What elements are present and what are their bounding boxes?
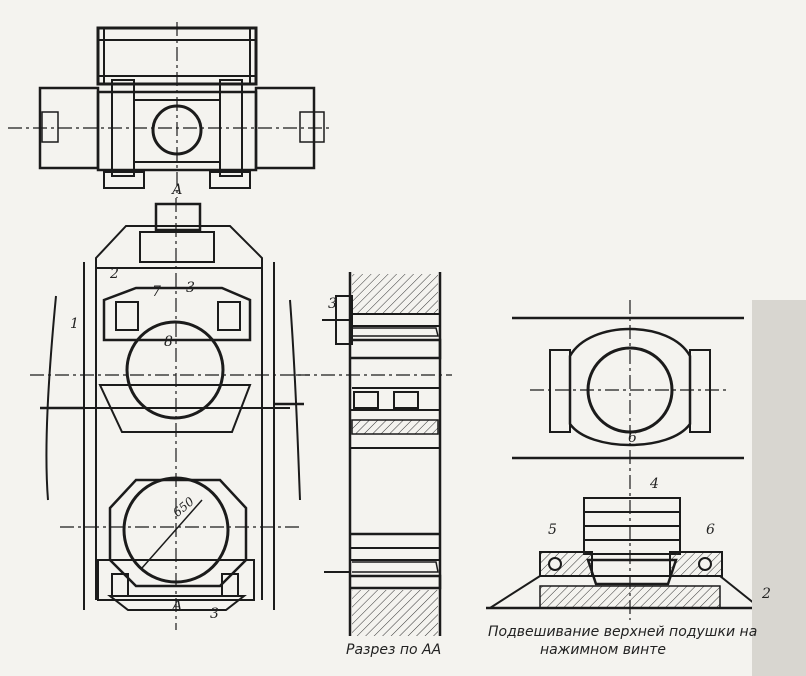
part-label-5: 5 bbox=[548, 522, 557, 538]
part-label-2-right: 2 bbox=[762, 586, 771, 602]
suspension-caption-line1: Подвешивание верхней подушки на bbox=[488, 624, 758, 640]
part-label-3-top: 3 bbox=[186, 280, 195, 296]
part-label-6-top: 6 bbox=[628, 430, 637, 446]
top-plan-view bbox=[8, 22, 330, 198]
front-view bbox=[30, 198, 310, 630]
suspension-caption-line2: нажимном винте bbox=[540, 642, 667, 658]
section-caption: Разрез по АА bbox=[346, 642, 442, 658]
part-label-2: 2 bbox=[110, 266, 119, 282]
suspension-detail-view bbox=[486, 300, 806, 676]
part-label-3-section: 3 bbox=[328, 296, 337, 312]
section-mark-top: А bbox=[172, 182, 183, 198]
part-label-8: 8 bbox=[164, 334, 173, 350]
part-label-1: 1 bbox=[70, 316, 79, 332]
part-label-3-bottom: 3 bbox=[210, 606, 219, 622]
section-mark-bottom: А bbox=[172, 598, 183, 614]
section-aa-view bbox=[296, 272, 452, 636]
part-label-6-bottom: 6 bbox=[706, 522, 715, 538]
part-label-7: 7 bbox=[152, 284, 161, 300]
part-label-4: 4 bbox=[650, 476, 659, 492]
